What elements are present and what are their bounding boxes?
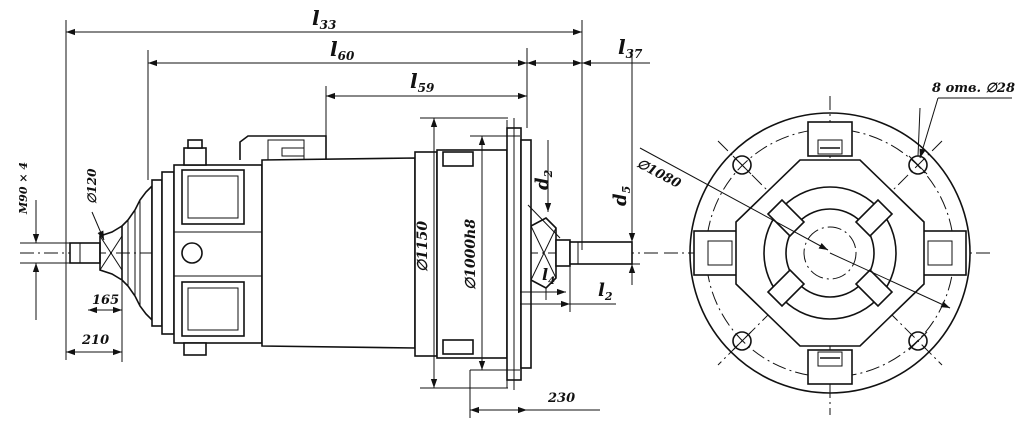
label-d5: d5 bbox=[610, 186, 633, 206]
flange-bolt-top bbox=[442, 151, 474, 167]
label-l59: l59 bbox=[410, 69, 435, 95]
side-view: l33 l60 l59 l37 M90 × 4 ∅120 165 210 ∅11 bbox=[17, 6, 660, 418]
label-dia1150: ∅1150 bbox=[415, 221, 431, 272]
left-flange bbox=[151, 179, 163, 327]
label-l33: l33 bbox=[312, 6, 336, 32]
drive-shaft bbox=[569, 241, 633, 265]
label-165: 165 bbox=[92, 293, 119, 308]
label-210: 210 bbox=[81, 333, 109, 348]
top-lug bbox=[183, 147, 207, 166]
flange-bolt-bottom bbox=[442, 339, 474, 355]
front-view: ∅1080 8 отв. ∅28 bbox=[634, 81, 1015, 415]
lower-window bbox=[181, 281, 245, 337]
label-holes: 8 отв. ∅28 bbox=[932, 81, 1015, 96]
label-thread: M90 × 4 bbox=[17, 162, 30, 215]
bottom-lug bbox=[183, 342, 207, 356]
drive-flange-body bbox=[436, 149, 508, 359]
label-dia1000h8: ∅1000h8 bbox=[463, 219, 479, 290]
label-d2: d2 bbox=[532, 169, 555, 190]
label-dia120: ∅120 bbox=[85, 168, 99, 204]
upper-window bbox=[181, 169, 245, 225]
label-l2: l2 bbox=[598, 280, 613, 303]
hub-ring bbox=[785, 208, 875, 298]
leader-holes bbox=[919, 97, 939, 159]
leader-dia1080 bbox=[639, 147, 829, 251]
inner-ring bbox=[763, 186, 897, 320]
outer-flange-circle bbox=[689, 112, 971, 394]
stator-body bbox=[261, 157, 416, 349]
inspection-hole bbox=[181, 242, 203, 264]
square-lugs bbox=[693, 121, 967, 385]
label-l60: l60 bbox=[330, 37, 355, 63]
label-l4: l4 bbox=[542, 265, 555, 287]
ribs bbox=[766, 198, 894, 308]
left-shaft bbox=[69, 242, 101, 264]
label-l37: l37 bbox=[618, 35, 643, 61]
label-dia1080: ∅1080 bbox=[634, 156, 683, 192]
label-230: 230 bbox=[547, 391, 575, 406]
terminal-box bbox=[239, 135, 327, 160]
